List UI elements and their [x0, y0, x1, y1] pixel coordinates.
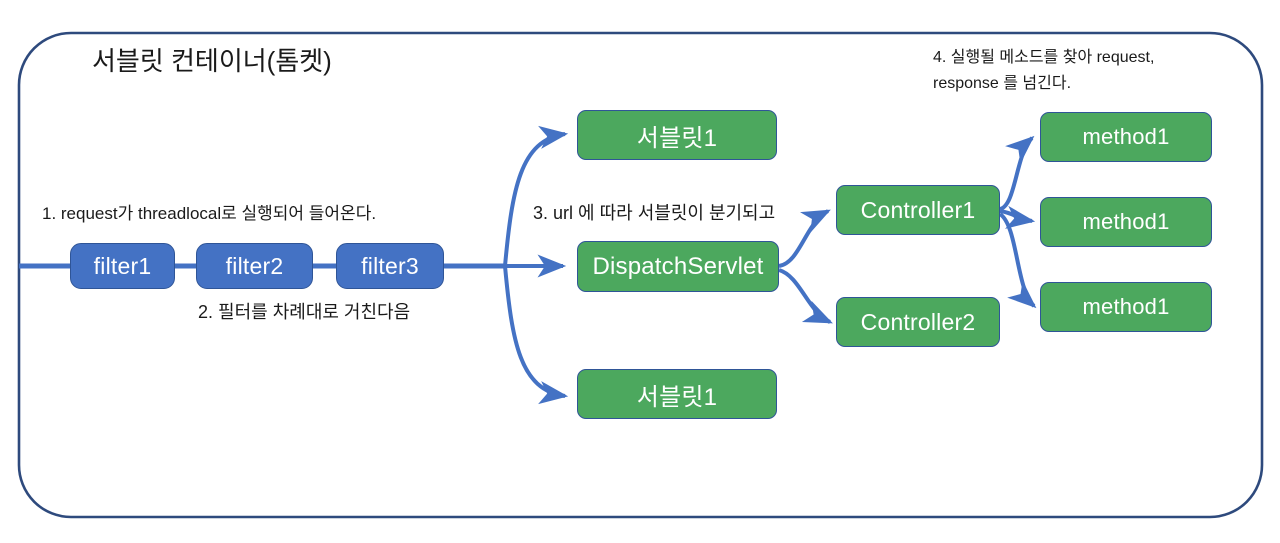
method-box-2[interactable]: method1: [1040, 197, 1212, 247]
controller-box-2[interactable]: Controller2: [836, 297, 1000, 347]
servlet-box-top[interactable]: 서블릿1: [577, 110, 777, 160]
annotation-step-4-line-2: response 를 넘긴다.: [933, 75, 1072, 92]
filter-box-1[interactable]: filter1: [70, 243, 175, 289]
connector-controller1-to-method-3: [998, 212, 1037, 309]
page-title: 서블릿 컨테이너(톰켓): [92, 46, 332, 76]
connector-hub-to-servlet-bottom: [503, 265, 569, 405]
method-box-3[interactable]: method1: [1040, 282, 1212, 332]
connector-controller1-to-method-2: [999, 205, 1036, 229]
filter-box-3[interactable]: filter3: [336, 243, 444, 289]
connector-controller1-to-method-1: [999, 135, 1035, 211]
connector-hub-to-servlet-top: [503, 125, 569, 267]
controller-box-1[interactable]: Controller1: [836, 185, 1000, 235]
connector-dispatchservlet-to-controller1: [778, 209, 831, 268]
servlet-box-bottom[interactable]: 서블릿1: [577, 369, 777, 419]
filter-box-2[interactable]: filter2: [196, 243, 313, 289]
annotation-step-3: 3. url 에 따라 서블릿이 분기되고: [533, 203, 776, 223]
servlet-container-boundary: [17, 31, 1264, 519]
annotation-step-2: 2. 필터를 차례대로 거친다음: [198, 302, 411, 322]
annotation-step-1: 1. request가 threadlocal로 실행되어 들어온다.: [42, 204, 377, 223]
connector-dispatchservlet-to-controller2: [778, 268, 833, 324]
dispatchservlet-box[interactable]: DispatchServlet: [577, 241, 779, 292]
method-box-1[interactable]: method1: [1040, 112, 1212, 162]
annotation-step-4-line-1: 4. 실행될 메소드를 찾아 request,: [933, 49, 1155, 66]
